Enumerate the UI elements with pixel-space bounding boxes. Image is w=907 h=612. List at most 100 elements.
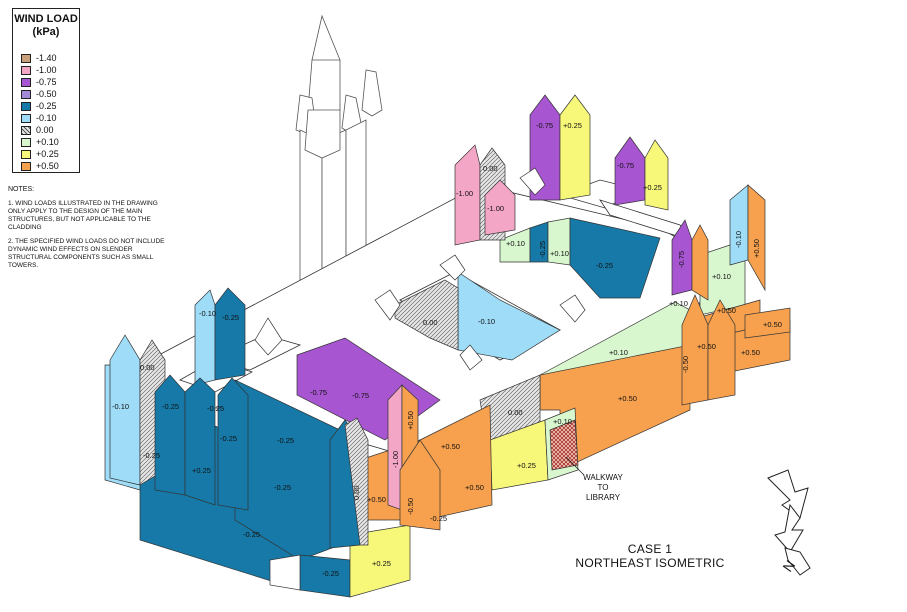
load-label: +0.10 [712, 272, 731, 281]
load-label: -0.75 [536, 121, 553, 130]
legend-swatch [21, 138, 31, 147]
legend-item: -0.75 [21, 77, 57, 88]
load-label: -0.25 [538, 241, 547, 258]
legend-title-line2: (kPa) [32, 26, 60, 38]
load-label: -0.25 [322, 569, 339, 578]
load-label: +0.50 [697, 342, 716, 351]
legend-item: +0.25 [21, 149, 59, 160]
load-label: +0.50 [441, 442, 460, 451]
load-label: +0.10 [669, 299, 688, 308]
legend-swatch [21, 114, 31, 123]
legend-swatch [21, 90, 31, 99]
legend-swatch [21, 126, 31, 135]
load-label: +0.50 [763, 320, 782, 329]
load-label: -0.10 [199, 309, 216, 318]
legend: WIND LOAD (kPa) -1.40 -1.00 -0.75 -0.50 -0.2… [12, 8, 80, 173]
central-tower [295, 14, 383, 339]
legend-label: +0.10 [36, 137, 59, 147]
load-label: +0.25 [563, 121, 582, 130]
legend-swatch [21, 66, 31, 75]
walkway-label: WALKWAY TO LIBRARY [578, 473, 628, 503]
load-label: -0.25 [596, 261, 613, 270]
legend-item: 0.00 [21, 125, 54, 136]
load-label: -0.25 [274, 483, 291, 492]
load-label: -0.25 [207, 404, 224, 413]
legend-label: -0.75 [36, 77, 57, 87]
caption-line1: CASE 1 [627, 542, 673, 556]
load-label: +0.25 [372, 559, 391, 568]
load-label: +0.10 [506, 239, 525, 248]
load-label: -0.75 [352, 391, 369, 400]
load-label: -1.00 [456, 189, 473, 198]
load-label: +0.10 [609, 348, 628, 357]
legend-swatch [21, 150, 31, 159]
load-label: +0.50 [752, 239, 761, 258]
legend-label: -0.10 [36, 113, 57, 123]
drawing-caption: CASE 1 NORTHEAST ISOMETRIC [555, 542, 745, 570]
load-label: +0.50 [465, 483, 484, 492]
load-labels: -0.75 +0.25 -0.75 +0.25 -1.00 0.00 -1.00… [112, 121, 782, 578]
load-label: +0.50 [741, 348, 760, 357]
load-label: -0.75 [677, 251, 686, 268]
legend-item: -0.50 [21, 89, 57, 100]
legend-title-line1: WIND LOAD [14, 13, 78, 25]
notes: NOTES: 1. WIND LOADS ILLUSTRATED IN THE … [8, 186, 168, 276]
legend-label: -0.25 [36, 101, 57, 111]
load-label: -0.25 [277, 436, 294, 445]
legend-label: 0.00 [36, 125, 54, 135]
load-label: -0.25 [430, 514, 447, 523]
legend-swatch [21, 78, 31, 87]
load-label: -0.50 [681, 356, 690, 373]
walkway-line2: TO [597, 483, 609, 492]
legend-item: +0.10 [21, 137, 59, 148]
load-label: +0.10 [553, 417, 572, 426]
load-label: -0.25 [243, 530, 260, 539]
walkway-line3: LIBRARY [585, 493, 621, 502]
legend-swatch [21, 54, 31, 63]
load-label: +0.25 [192, 466, 211, 475]
load-label: -0.10 [112, 402, 129, 411]
legend-label: +0.50 [36, 161, 59, 171]
load-label: -0.50 [406, 498, 415, 515]
load-label: +0.50 [717, 306, 736, 315]
load-label: 0.00 [423, 318, 438, 327]
load-label: -0.75 [617, 161, 634, 170]
load-label: -0.75 [310, 388, 327, 397]
legend-swatch [21, 162, 31, 171]
load-label: -1.00 [487, 204, 504, 213]
load-label: +0.50 [367, 495, 386, 504]
walkway-line1: WALKWAY [583, 473, 623, 482]
load-label: 0.00 [352, 485, 361, 500]
load-label: +0.25 [643, 183, 662, 192]
load-label: +0.10 [550, 249, 569, 258]
east-facades [359, 239, 791, 521]
legend-item: -0.10 [21, 113, 57, 124]
walkway-leader [565, 456, 585, 476]
legend-item: +0.50 [21, 161, 59, 172]
load-label: +0.25 [517, 461, 536, 470]
load-label: -1.00 [391, 451, 400, 468]
load-label: +0.50 [618, 394, 637, 403]
legend-label: -0.50 [36, 89, 57, 99]
load-label: 0.00 [140, 363, 155, 372]
north-arrow-icon: N [767, 469, 811, 576]
load-label: -0.25 [143, 451, 160, 460]
legend-label: -1.00 [36, 65, 57, 75]
caption-line2: NORTHEAST ISOMETRIC [575, 556, 725, 570]
load-label: -0.25 [220, 434, 237, 443]
load-label: -0.25 [162, 402, 179, 411]
legend-item: -1.00 [21, 65, 57, 76]
load-label: -0.25 [222, 313, 239, 322]
load-label: +0.50 [406, 411, 415, 430]
load-label: -0.10 [734, 231, 743, 248]
legend-label: -1.40 [36, 53, 57, 63]
load-label: 0.00 [483, 164, 498, 173]
legend-swatch [21, 102, 31, 111]
load-label: 0.00 [508, 408, 523, 417]
notes-title: NOTES: [8, 186, 35, 193]
legend-item: -1.40 [21, 53, 57, 64]
legend-label: +0.25 [36, 149, 59, 159]
legend-title: WIND LOAD (kPa) [13, 13, 79, 39]
